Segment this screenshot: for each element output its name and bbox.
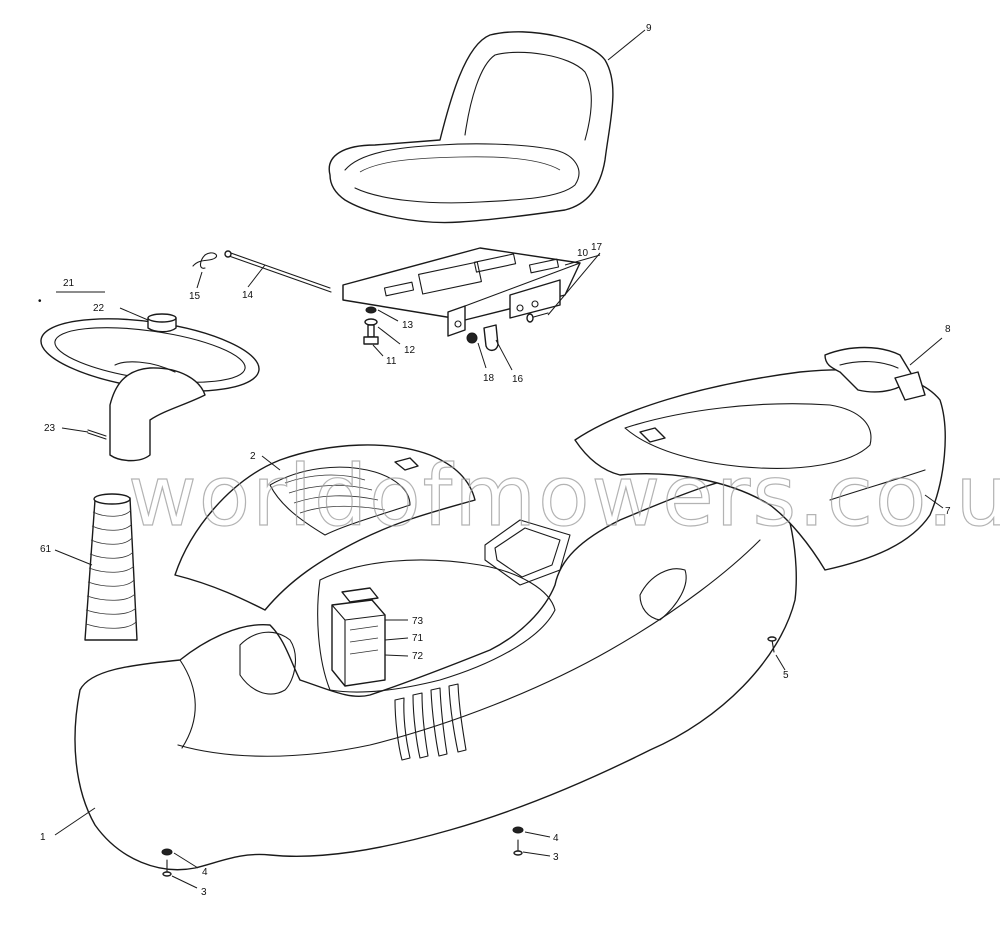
roll-pin-part-23[interactable] bbox=[87, 429, 107, 440]
callout-5: 5 bbox=[783, 670, 789, 681]
callout-9: 9 bbox=[646, 23, 652, 34]
steering-bellows-part-61[interactable] bbox=[84, 493, 138, 641]
rear-fender-part-7[interactable] bbox=[574, 369, 946, 571]
callout-61: 61 bbox=[40, 544, 52, 555]
screw-part-17[interactable] bbox=[526, 312, 549, 323]
callout-7: 7 bbox=[945, 506, 951, 517]
electrical-module-parts-71-72-73[interactable] bbox=[331, 587, 386, 687]
callout-8: 8 bbox=[945, 324, 951, 335]
callout-71: 71 bbox=[412, 633, 424, 644]
callout-17: 17 bbox=[591, 242, 603, 253]
callout-72: 72 bbox=[412, 651, 424, 662]
callout-73: 73 bbox=[412, 616, 424, 627]
bullet-icon: • bbox=[38, 296, 42, 307]
callout-12: 12 bbox=[404, 345, 416, 356]
nut-part-18[interactable] bbox=[466, 332, 478, 344]
steering-wheel-part-21[interactable] bbox=[36, 307, 263, 462]
callout-13: 13 bbox=[402, 320, 414, 331]
r-clip-part-15[interactable] bbox=[192, 252, 218, 269]
callout-labels: 9 10 17 15 14 13 12 11 16 18 21 • 22 23 … bbox=[38, 23, 951, 898]
seat-lever-part-16[interactable] bbox=[483, 324, 499, 352]
callout-1: 1 bbox=[40, 832, 46, 843]
callout-11: 11 bbox=[386, 356, 397, 367]
callout-10: 10 bbox=[577, 248, 589, 259]
callout-23: 23 bbox=[44, 423, 56, 434]
rear-handle-part-8[interactable] bbox=[824, 346, 926, 401]
hub-cap-part-22[interactable] bbox=[147, 313, 177, 333]
pin-rod-part-14[interactable] bbox=[224, 250, 332, 293]
callout-2: 2 bbox=[250, 451, 256, 462]
callout-14: 14 bbox=[242, 290, 254, 301]
callout-15: 15 bbox=[189, 291, 201, 302]
fasteners-right-parts-3-4[interactable] bbox=[512, 826, 524, 856]
callout-16: 16 bbox=[512, 374, 524, 385]
callout-22: 22 bbox=[93, 303, 105, 314]
bolt-assembly-parts-11-12-13[interactable] bbox=[363, 306, 379, 345]
callout-18: 18 bbox=[483, 373, 495, 384]
callout-4-right: 4 bbox=[553, 833, 559, 844]
callout-21: 21 bbox=[63, 278, 75, 289]
callout-3-left: 3 bbox=[201, 887, 207, 898]
fasteners-left-parts-3-4[interactable] bbox=[161, 848, 173, 877]
main-body-part-1[interactable] bbox=[74, 473, 797, 871]
seat-plate-part-10[interactable] bbox=[342, 247, 581, 337]
watermark-text: worldofmowers.co.uk bbox=[128, 447, 1000, 545]
callout-3-right: 3 bbox=[553, 852, 559, 863]
callout-4-left: 4 bbox=[202, 867, 208, 878]
screw-part-5[interactable] bbox=[767, 636, 777, 653]
seat-part-9[interactable] bbox=[328, 31, 614, 224]
leader-lines bbox=[54, 29, 944, 889]
